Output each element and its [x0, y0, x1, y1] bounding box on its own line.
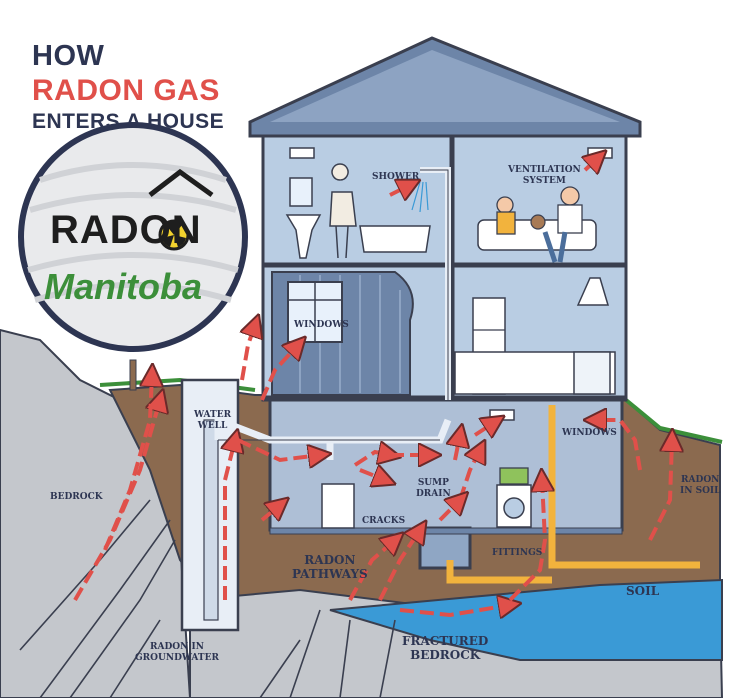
vent-upper-right [587, 147, 613, 159]
laundry-basket [499, 467, 529, 485]
label-fractured-bedrock: FRACTURED BEDROCK [402, 634, 489, 662]
range-hood [576, 277, 610, 306]
label-bedrock: BEDROCK [50, 492, 103, 502]
groundwater [329, 578, 723, 661]
label-sump-drain: SUMP DRAIN [416, 478, 451, 499]
label-shower: SHOWER [372, 172, 420, 182]
person-shower [329, 163, 357, 259]
fracture-lines [19, 499, 396, 698]
vent-upper-left [289, 147, 315, 159]
teddy [530, 214, 546, 230]
title-line-2: RADON GAS [32, 74, 220, 107]
mirror [289, 177, 313, 207]
stove [573, 351, 611, 395]
label-ventilation: VENTILATION SYSTEM [508, 165, 581, 186]
title-line-3: ENTERS A HOUSE [32, 110, 225, 133]
vent-basement [489, 409, 515, 421]
label-radon-in-soil: RADON IN SOIL [680, 475, 721, 496]
label-water-well: WATER WELL [194, 410, 232, 431]
sink [285, 214, 322, 259]
logo-manitoba-text: Manitoba [44, 266, 202, 307]
logo-house-roof [148, 168, 214, 198]
label-radon-pathways: RADON PATHWAYS [292, 553, 368, 581]
logo-radon-text: RADON [50, 208, 202, 252]
label-cracks: CRACKS [362, 516, 406, 526]
title-line-1: HOW [32, 40, 105, 72]
yellow-pipe [446, 405, 700, 584]
radon-arrows [73, 158, 672, 615]
label-windows-lower: WINDOWS [562, 428, 617, 438]
label-radon-groundwater: RADON IN GROUNDWATER [135, 642, 219, 663]
water-heater [321, 483, 355, 529]
label-windows-upper: WINDOWS [294, 320, 349, 330]
label-soil: SOIL [626, 584, 660, 598]
bathtub [359, 225, 431, 253]
label-fittings: FITTINGS [492, 548, 543, 558]
